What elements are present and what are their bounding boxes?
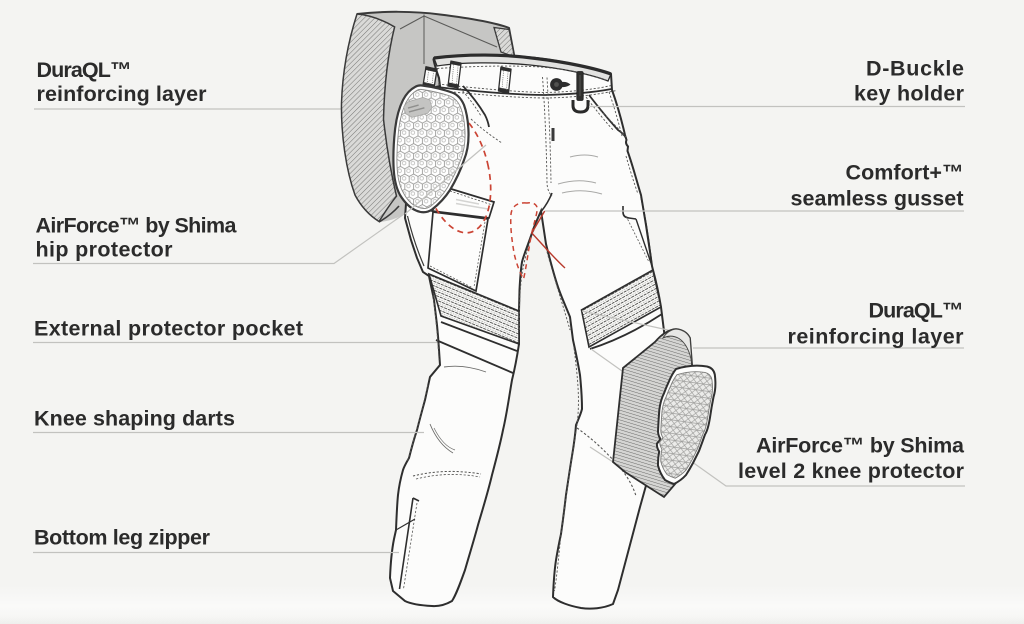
svg-text:reinforcing layer: reinforcing layer: [788, 325, 965, 349]
svg-text:AirForce™ by Shima: AirForce™ by Shima: [756, 434, 965, 458]
svg-text:AirForce™ by Shima: AirForce™ by Shima: [36, 214, 238, 238]
svg-text:D-Buckle: D-Buckle: [866, 57, 964, 81]
svg-text:DuraQL™: DuraQL™: [37, 58, 132, 82]
svg-text:key holder: key holder: [854, 82, 965, 106]
svg-text:Bottom leg zipper: Bottom leg zipper: [34, 526, 211, 550]
svg-text:hip protector: hip protector: [36, 238, 174, 262]
svg-text:Comfort+™: Comfort+™: [846, 161, 964, 185]
svg-text:Knee shaping darts: Knee shaping darts: [34, 407, 235, 431]
svg-text:seamless gusset: seamless gusset: [791, 187, 964, 211]
svg-text:reinforcing layer: reinforcing layer: [37, 82, 208, 106]
svg-text:level 2 knee protector: level 2 knee protector: [738, 459, 965, 483]
svg-text:DuraQL™: DuraQL™: [869, 299, 964, 323]
svg-text:External protector pocket: External protector pocket: [34, 317, 303, 341]
